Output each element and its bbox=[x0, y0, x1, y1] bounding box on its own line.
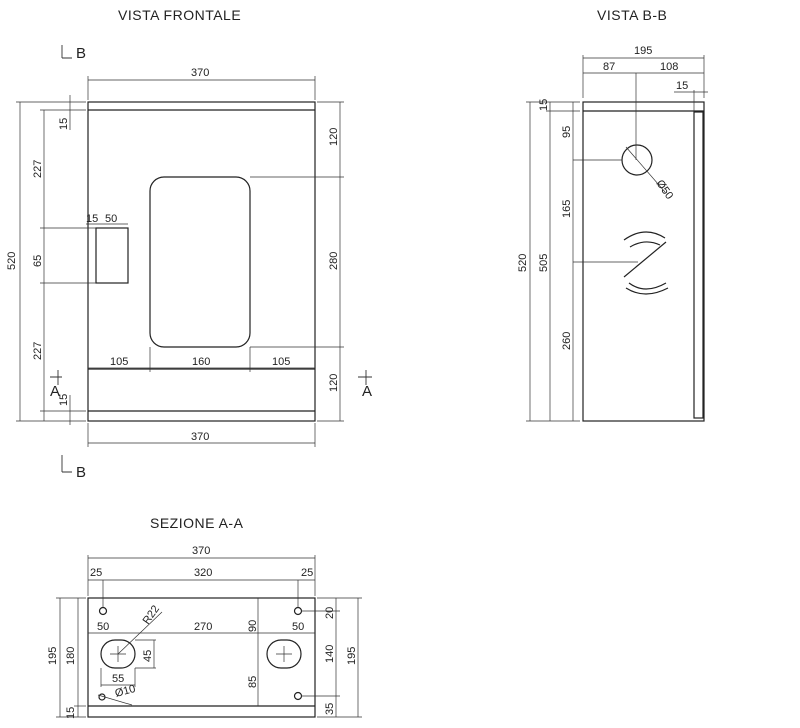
section-view: 370 25 320 25 50 270 50 R22 45 55 Ø10 90… bbox=[47, 545, 362, 719]
dim-height-total: 520 bbox=[6, 252, 18, 270]
dim-bottom-3: 105 bbox=[272, 356, 290, 368]
dim-section-270: 270 bbox=[194, 621, 212, 633]
section-mark-a-left: A bbox=[50, 383, 60, 400]
pin-hole bbox=[293, 606, 303, 616]
dim-section-25-right: 25 bbox=[301, 567, 313, 579]
dim-section-50-right: 50 bbox=[292, 621, 304, 633]
dim-section-20: 20 bbox=[324, 607, 336, 619]
dim-slot-height: 45 bbox=[142, 650, 154, 662]
title-side-view: VISTA B-B bbox=[597, 7, 667, 23]
dim-section-15: 15 bbox=[65, 707, 77, 719]
dim-left-4: 227 bbox=[32, 342, 44, 360]
dim-section-195-left: 195 bbox=[47, 647, 59, 665]
dim-right-1: 120 bbox=[328, 128, 340, 146]
dim-section-140: 140 bbox=[324, 645, 336, 663]
dim-back-thickness: 15 bbox=[676, 80, 688, 92]
dim-left-5: 15 bbox=[58, 394, 70, 406]
dim-side-height: 520 bbox=[517, 254, 529, 272]
dim-slot-width: 55 bbox=[112, 673, 124, 685]
side-view: Ø50 195 87 108 15 520 505 15 95 165 260 bbox=[517, 45, 708, 422]
window-opening bbox=[149, 176, 251, 348]
back-panel bbox=[693, 111, 704, 419]
dim-side-width: 195 bbox=[634, 45, 652, 57]
dim-side-95: 95 bbox=[561, 126, 573, 138]
dim-side-108: 108 bbox=[660, 61, 678, 73]
dim-side-260: 260 bbox=[561, 332, 573, 350]
dim-section-90: 90 bbox=[247, 620, 259, 632]
dim-left-3: 65 bbox=[32, 255, 44, 267]
dim-side-inner-height: 505 bbox=[538, 254, 550, 272]
handle bbox=[95, 227, 129, 284]
dim-section-195-right: 195 bbox=[346, 647, 358, 665]
dim-handle-offset: 15 bbox=[86, 213, 98, 225]
title-front-view: VISTA FRONTALE bbox=[118, 7, 241, 23]
cable-slot-left bbox=[100, 639, 136, 669]
section-mark-b-top: B bbox=[76, 45, 86, 62]
dim-handle-width: 50 bbox=[105, 213, 117, 225]
section-mark-b-bottom: B bbox=[76, 464, 86, 481]
dim-side-165: 165 bbox=[561, 200, 573, 218]
dim-left-2: 227 bbox=[32, 160, 44, 178]
dim-bottom-2: 160 bbox=[192, 356, 210, 368]
dim-section-width: 370 bbox=[192, 545, 210, 557]
cable-slot-right bbox=[266, 639, 302, 669]
dim-width-top: 370 bbox=[191, 67, 209, 79]
dim-bottom-1: 105 bbox=[110, 356, 128, 368]
dim-side-top: 15 bbox=[538, 99, 550, 111]
dim-section-35: 35 bbox=[324, 703, 336, 715]
dim-section-50-left: 50 bbox=[97, 621, 109, 633]
dim-right-3: 120 bbox=[328, 374, 340, 392]
title-section: SEZIONE A-A bbox=[150, 515, 244, 531]
dim-side-87: 87 bbox=[603, 61, 615, 73]
pin-hole bbox=[98, 606, 108, 616]
pin-hole bbox=[293, 691, 303, 701]
front-view: 370 520 15 227 65 227 15 15 50 120 280 1… bbox=[6, 45, 372, 481]
section-mark-a-right: A bbox=[362, 383, 372, 400]
dim-pin-diameter: Ø10 bbox=[114, 683, 137, 700]
dim-section-85: 85 bbox=[247, 676, 259, 688]
brand-symbol bbox=[623, 231, 669, 295]
dim-section-25-left: 25 bbox=[90, 567, 102, 579]
dim-hole-diameter: Ø50 bbox=[654, 178, 676, 202]
dim-right-2: 280 bbox=[328, 252, 340, 270]
dim-section-180: 180 bbox=[65, 647, 77, 665]
dim-left-1: 15 bbox=[58, 118, 70, 130]
dim-section-320: 320 bbox=[194, 567, 212, 579]
dim-width-bottom: 370 bbox=[191, 431, 209, 443]
